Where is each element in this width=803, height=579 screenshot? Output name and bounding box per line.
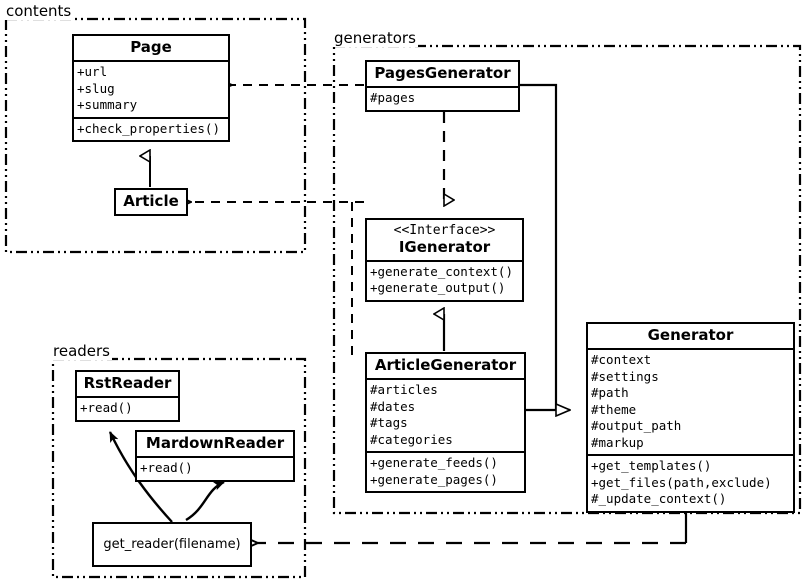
class-box-article[interactable]: Article: [114, 188, 188, 217]
attribute: #tags: [370, 415, 408, 431]
package-label-contents: contents: [4, 2, 74, 20]
class-box-pagesgenerator[interactable]: PagesGenerator #pages: [365, 60, 520, 112]
class-name-igenerator: <<Interface>> IGenerator: [367, 220, 522, 260]
attribute: #articles: [370, 382, 438, 398]
method: +get_templates(): [591, 458, 712, 474]
class-methods-generator: +get_templates() +get_files(path,exclude…: [588, 454, 793, 511]
class-name-pagesgenerator: PagesGenerator: [374, 64, 511, 82]
class-methods-igenerator: +generate_context() +generate_output(): [367, 259, 522, 300]
method: +generate_pages(): [370, 471, 498, 487]
class-box-mardownreader[interactable]: MardownReader +read(): [135, 430, 295, 482]
class-box-rstreader[interactable]: RstReader +read(): [75, 370, 180, 422]
method: +generate_context(): [370, 263, 513, 279]
method: +generate_feeds(): [370, 455, 498, 471]
attribute: #markup: [591, 434, 644, 450]
class-box-articlegenerator[interactable]: ArticleGenerator #articles #dates #tags …: [365, 352, 526, 494]
class-attributes-pagesgenerator: #pages: [367, 86, 518, 110]
attribute: #theme: [591, 401, 637, 417]
class-name-article: Article: [123, 192, 179, 210]
attribute: +summary: [77, 97, 138, 113]
method: #_update_context(): [591, 491, 727, 507]
edge-getreader-to-mardownreader: [185, 480, 225, 522]
class-name-text: IGenerator: [398, 237, 491, 256]
class-box-igenerator[interactable]: <<Interface>> IGenerator +generate_conte…: [365, 218, 524, 302]
method: +read(): [80, 400, 133, 416]
class-box-generator[interactable]: Generator #context #settings #path #them…: [586, 322, 795, 513]
method: +check_properties(): [77, 120, 220, 136]
class-name-generator: Generator: [647, 326, 734, 344]
class-name-articlegenerator: ArticleGenerator: [374, 356, 517, 374]
attribute: #context: [591, 352, 652, 368]
class-name-page: Page: [130, 38, 172, 56]
attribute: #pages: [370, 90, 416, 106]
class-methods-page: +check_properties(): [74, 116, 228, 141]
package-label-readers: readers: [51, 342, 112, 360]
attribute: #path: [591, 385, 629, 401]
class-stereotype-igenerator: <<Interface>>: [393, 223, 496, 238]
function-label: get_reader(filename): [103, 537, 241, 552]
class-attributes-generator: #context #settings #path #theme #output_…: [588, 348, 793, 454]
package-label-generators: generators: [332, 29, 418, 47]
class-attributes-articlegenerator: #articles #dates #tags #categories: [367, 378, 524, 451]
attribute: #output_path: [591, 418, 682, 434]
attribute: +slug: [77, 80, 115, 96]
method: +generate_output(): [370, 280, 506, 296]
class-name-rstreader: RstReader: [83, 374, 172, 392]
method: +get_files(path,exclude): [591, 474, 772, 490]
class-attributes-page: +url +slug +summary: [74, 60, 228, 117]
class-name-mardownreader: MardownReader: [145, 434, 285, 452]
attribute: #categories: [370, 431, 453, 447]
class-box-page[interactable]: Page +url +slug +summary +check_properti…: [72, 34, 230, 143]
attribute: #settings: [591, 368, 659, 384]
function-box-get-reader[interactable]: get_reader(filename): [92, 522, 252, 567]
attribute: +url: [77, 64, 108, 80]
class-methods-rstreader: +read(): [77, 396, 178, 420]
class-methods-articlegenerator: +generate_feeds() +generate_pages(): [367, 451, 524, 491]
class-methods-mardownreader: +read(): [137, 456, 293, 480]
attribute: #dates: [370, 398, 416, 414]
method: +read(): [140, 460, 193, 476]
